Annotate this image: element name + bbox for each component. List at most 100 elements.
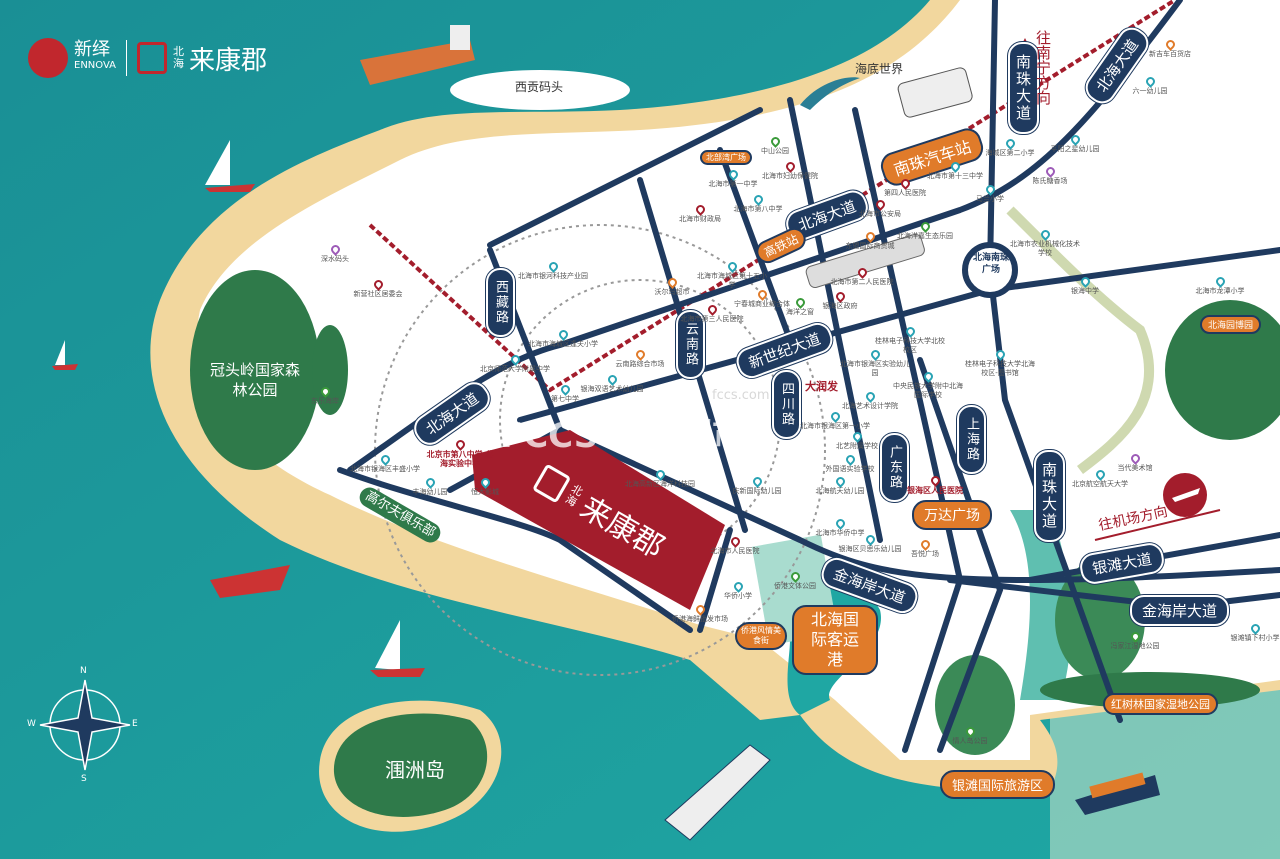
poi-marker[interactable]: 桂林电子科技大学北校校区 (875, 325, 945, 355)
poi-marker[interactable]: 第七中学 (530, 383, 600, 404)
poi-label: 马兰小学 (976, 195, 1004, 203)
poi-marker[interactable]: 北海市第一中学 (698, 168, 768, 189)
map-pin-icon (833, 475, 847, 488)
poi-marker[interactable]: 北海市华侨中学 (805, 517, 875, 538)
poi-marker[interactable]: 六一幼儿园 (1115, 75, 1185, 96)
poi-marker[interactable]: 深水码头 (300, 243, 370, 264)
poi-marker[interactable]: 北海市妇幼保健院 (755, 160, 825, 181)
poi-marker[interactable]: 北海市农业机械化技术学校 (1010, 228, 1080, 258)
poi-marker[interactable]: 外国语实验学校 (815, 453, 885, 474)
poi-marker[interactable]: 北海市人民医院 (700, 535, 770, 556)
poi-marker[interactable]: 银海区贝思乐幼儿园 (835, 533, 905, 554)
poi-label: 云南路综合市场 (615, 360, 665, 368)
poi-marker[interactable]: 华侨小学 (703, 580, 773, 601)
poi-marker[interactable]: 马兰小学 (955, 183, 1025, 204)
poi-marker[interactable]: 沃尔玛超市 (637, 276, 707, 297)
poi-marker[interactable]: 北海市海城区第十五小学 (697, 260, 767, 290)
poi-marker[interactable]: 北海高新区海洋科技园 (625, 468, 695, 489)
poi-marker[interactable]: 北京师范大学附属中学 (480, 353, 550, 374)
airplane-icon (1163, 473, 1207, 517)
map-pin-icon (1003, 137, 1017, 150)
road-label-shanghai: 上海路 (957, 405, 986, 474)
poi-marker[interactable]: 中山公园 (740, 135, 810, 156)
road-label-sichuan: 四川路 (772, 370, 801, 439)
poi-marker[interactable]: 庆新国际幼儿园 (722, 475, 792, 496)
project-name: 来康郡 (189, 45, 268, 76)
poi-marker[interactable]: 北海市第八中学 (723, 193, 793, 214)
poi-marker[interactable]: 北海市第三人民医院 (677, 303, 747, 324)
poi-marker[interactable]: 云南路综合市场 (605, 348, 675, 369)
poi-marker[interactable]: 北海市银河科技产业园 (518, 260, 588, 281)
poi-marker[interactable]: 北海市海城区逢夫小学 (528, 328, 598, 349)
poi-label: 东乐海岸 (311, 397, 339, 405)
poi-marker[interactable]: 北海市银海区丰盛小学 (350, 453, 420, 474)
poi-marker[interactable]: 新营社区居委会 (343, 278, 413, 299)
poi-marker[interactable]: 银海双语艺术幼儿园 (577, 373, 647, 394)
poi-marker[interactable]: 北京航空航天大学 (1065, 468, 1135, 489)
poi-marker[interactable]: 海洋之窗 (765, 296, 835, 317)
poi-marker[interactable]: 北海洋嘉生态乐园 (890, 220, 960, 241)
compass-n: N (80, 666, 87, 676)
poi-marker[interactable]: 北京市第八中学 北海实验中学 (425, 438, 495, 468)
poi-label: 吾悦广场 (911, 550, 939, 558)
poi-marker[interactable]: 中央民族大学附中北海国际学校 (893, 370, 963, 400)
road-label-nanzhu: 南珠大道 (1034, 450, 1065, 542)
poi-marker[interactable]: 银海区政府 (805, 290, 875, 311)
poi-marker[interactable]: 丰海幼儿园 (395, 476, 465, 497)
poi-marker[interactable]: 银海中学 (1050, 275, 1120, 296)
map-pin-icon (868, 348, 882, 361)
map-pin-icon (828, 410, 842, 423)
poi-marker[interactable]: 海城区第二小学 (975, 137, 1045, 158)
guantouling-park (190, 270, 320, 470)
poi-marker[interactable]: 桂林电子科技大学北海校区-图书馆 (965, 348, 1035, 378)
poi-marker[interactable]: 宁春城商业综合体 (727, 288, 797, 309)
poi-marker[interactable]: 北海市银海区第一小学 (800, 410, 870, 431)
road-label-guangdong: 广东路 (880, 433, 909, 502)
poi-label: 中央民族大学附中北海国际学校 (893, 382, 963, 399)
poi-marker[interactable]: 新吉车百货店 (1135, 38, 1205, 59)
poi-label: 北海市第十三中学 (927, 172, 983, 180)
speedboat-icon (210, 565, 290, 598)
poi-label: 北海市海城区逢夫小学 (528, 340, 598, 348)
container-ship-icon (1075, 772, 1160, 815)
poi-label: 银海双语艺术幼儿园 (580, 385, 644, 393)
map-pin-icon (1128, 452, 1142, 465)
poi-marker[interactable]: 平阳之星幼儿园 (1040, 133, 1110, 154)
poi-marker[interactable]: 东乐海岸 (290, 385, 360, 406)
poi-marker[interactable]: 情人岛公园 (935, 725, 1005, 746)
label-expo-park: 北海园博园 (1200, 315, 1262, 334)
poi-marker[interactable]: 北海市第十三中学 (920, 160, 990, 181)
poi-marker[interactable]: 当代美术馆 (1100, 452, 1170, 473)
map-pin-icon (693, 203, 707, 216)
poi-marker[interactable]: 陈氏糖香场 (1015, 165, 1085, 186)
poi-marker[interactable]: 北海市第二人民医院 (827, 266, 897, 287)
map-pin-icon (918, 220, 932, 233)
poi-marker[interactable]: 冯家江湿地公园 (1100, 630, 1170, 651)
poi-marker[interactable]: 北海市龙潭小学 (1185, 275, 1255, 296)
poi-marker[interactable]: 北海航天幼儿园 (805, 475, 875, 496)
poi-label: 北海市第一中学 (708, 180, 758, 188)
poi-marker[interactable]: 银海区人民医院 (900, 474, 970, 495)
label-guantouling: 冠头岭国家森林公园 (209, 361, 300, 399)
poi-marker[interactable]: 东盟国际商贸城 (835, 230, 905, 251)
poi-marker[interactable]: 北海市公安局 (845, 198, 915, 219)
poi-marker[interactable]: 北海市财政局 (665, 203, 735, 224)
poi-marker[interactable]: 侨港海鲜批发市场 (665, 603, 735, 624)
poi-marker[interactable]: 北海市银海区实验幼儿园 (840, 348, 910, 378)
sailboat-icon (370, 620, 425, 677)
poi-marker[interactable]: 侨港文体公园 (760, 570, 830, 591)
poi-marker[interactable]: 第四人民医院 (870, 177, 940, 198)
poi-label: 银滩镇下村小学 (1230, 634, 1280, 642)
poi-marker[interactable]: 北艺附属学校 (822, 430, 892, 451)
poi-marker[interactable]: 银滩镇下村小学 (1220, 622, 1280, 643)
poi-marker[interactable]: 恒大影城 (450, 476, 520, 497)
poi-marker[interactable]: 吾悦广场 (890, 538, 960, 559)
poi-marker[interactable]: 北海艺术设计学院 (835, 390, 905, 411)
poi-label: 外国语实验学校 (825, 465, 875, 473)
cargo-ship-icon (360, 25, 475, 85)
poi-label: 北海市华侨中学 (815, 529, 865, 537)
road-label-jinhaian: 金海岸大道 (1130, 595, 1230, 626)
sailboat-icon (52, 340, 78, 370)
poi-label: 陈氏糖香场 (1032, 177, 1068, 185)
map-pin-icon (873, 198, 887, 211)
